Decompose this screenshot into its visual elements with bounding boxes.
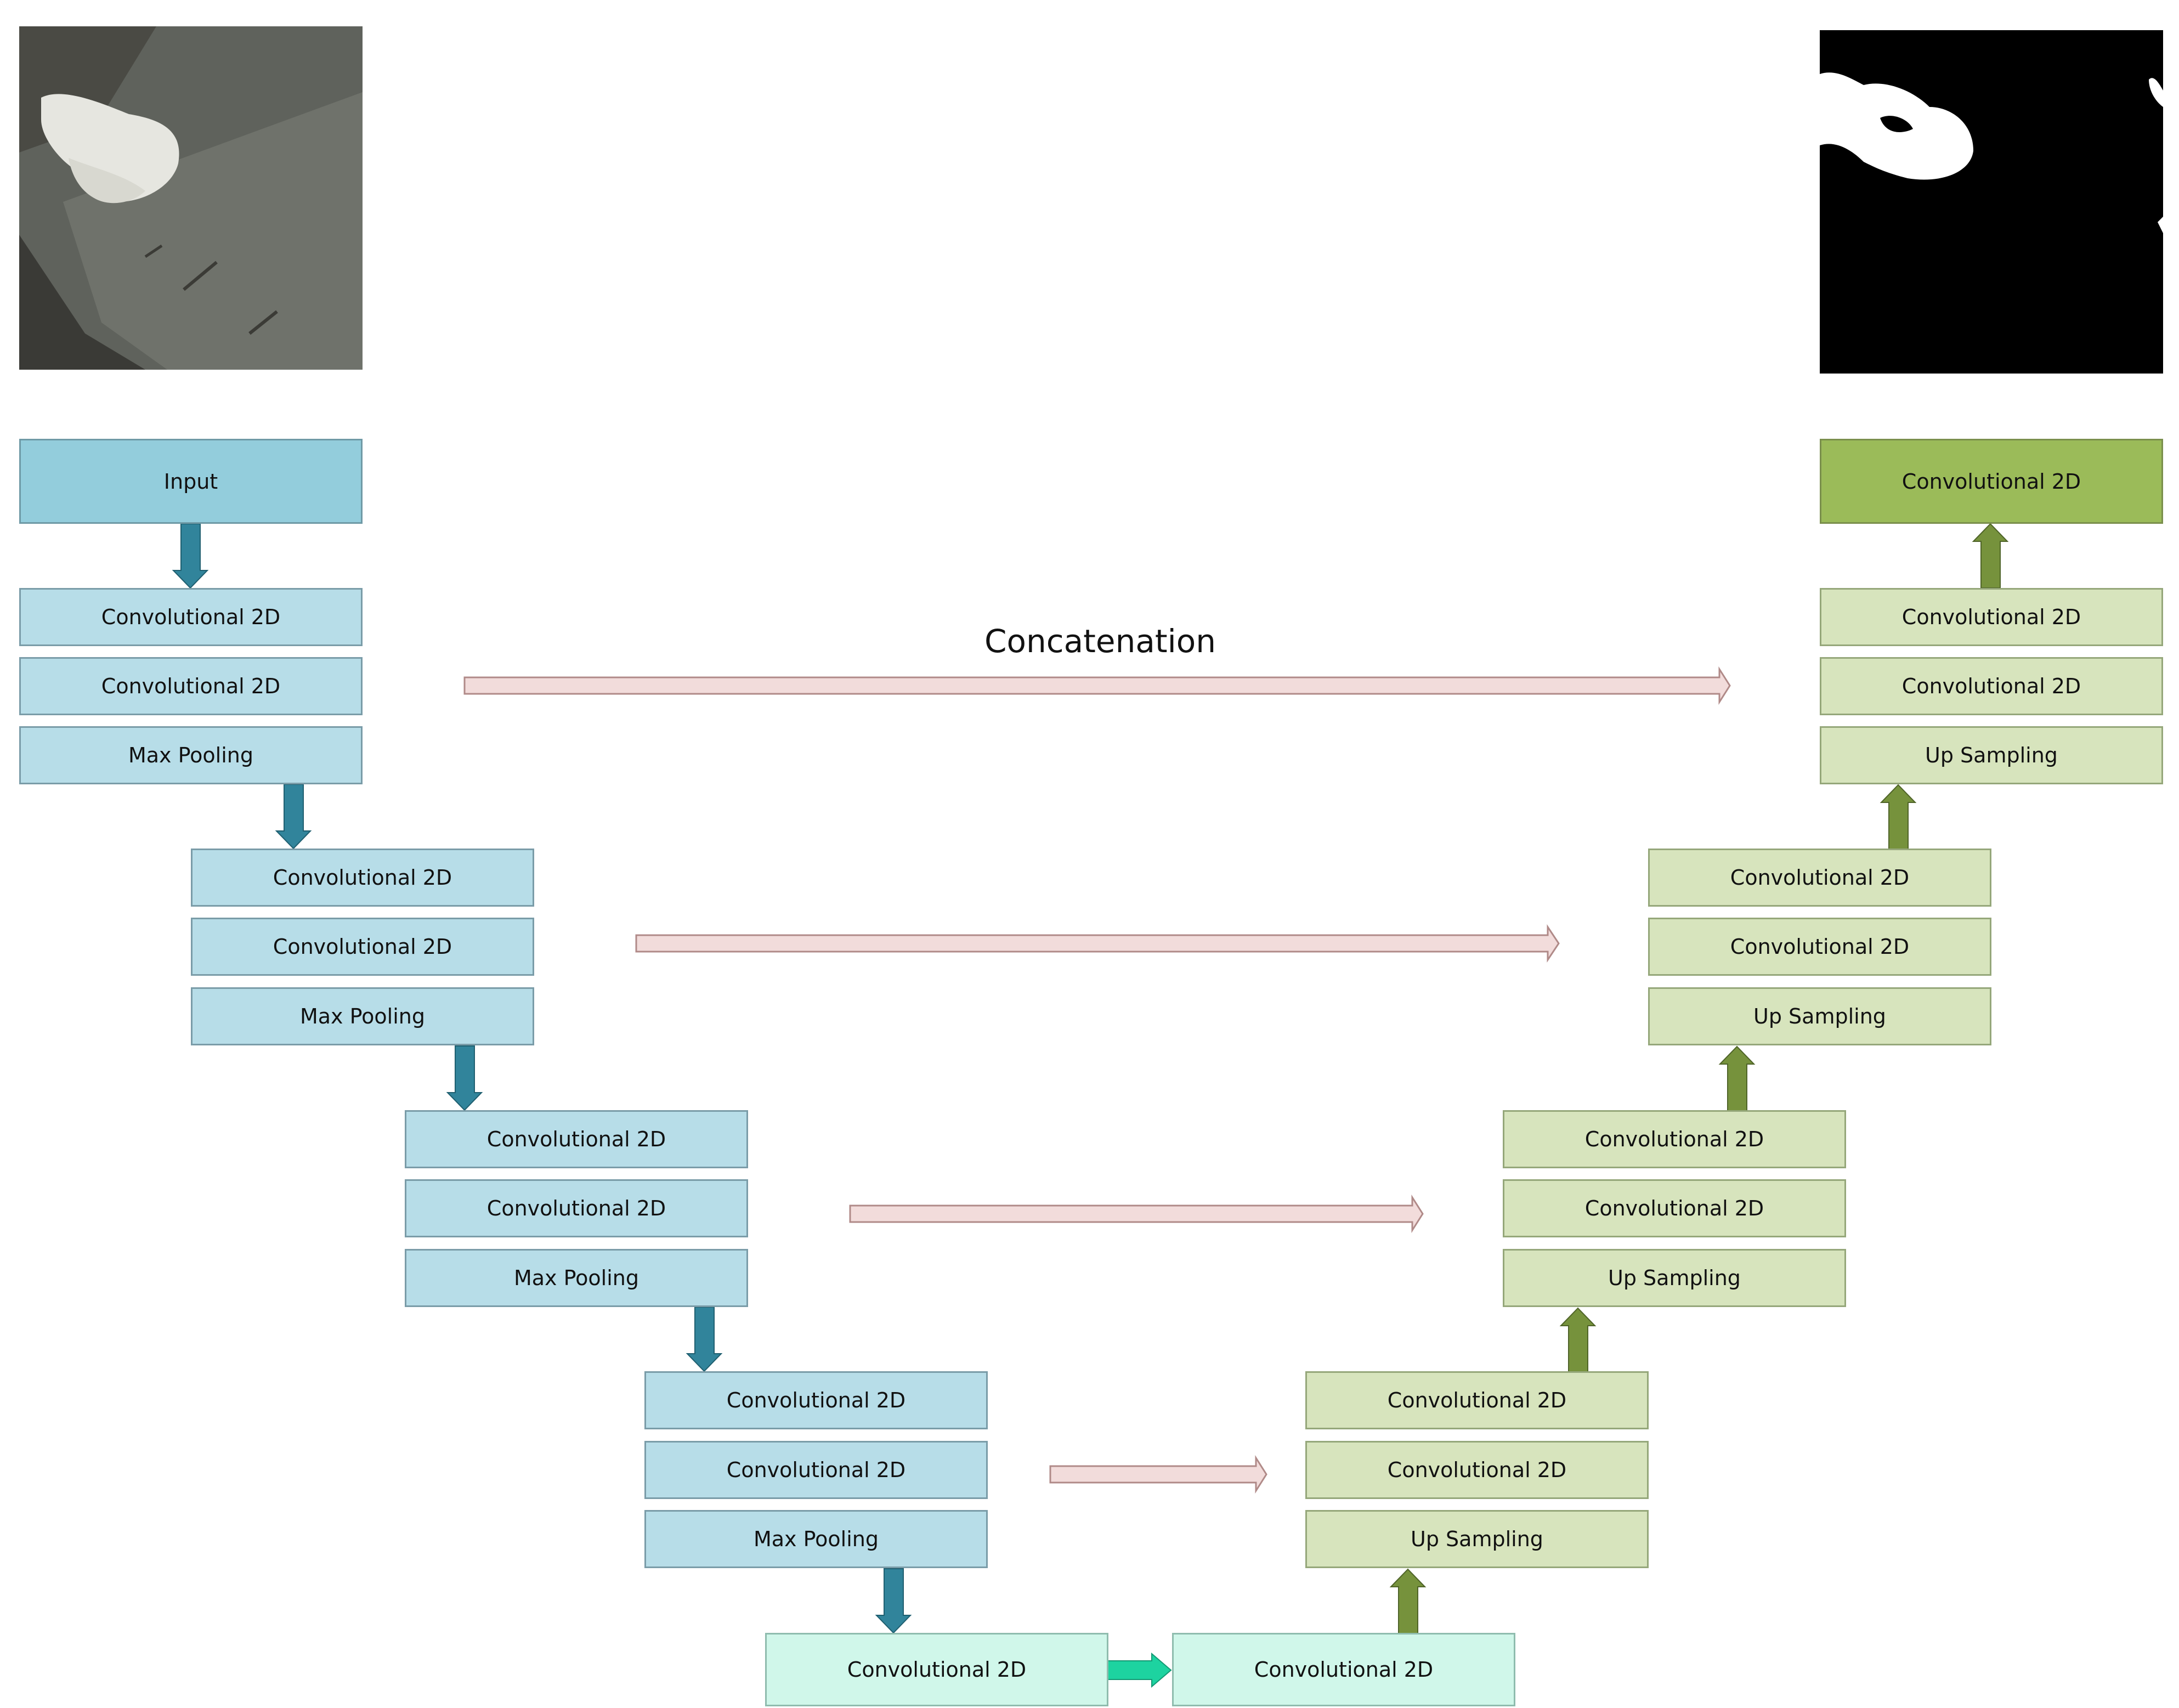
up-arrow-level3 [1718,1045,1756,1111]
encoder-l4-maxpool: Max Pooling [644,1510,988,1568]
up-arrow-bottleneck [1389,1568,1427,1634]
input-image [19,26,363,370]
decoder-l4-upsampling: Up Sampling [1305,1510,1649,1568]
down-arrow-level3 [686,1307,723,1372]
encoder-l4-conv-2: Convolutional 2D [644,1441,988,1499]
concatenation-label: Concatenation [984,623,1216,660]
decoder-l1-conv-2: Convolutional 2D [1820,657,2163,715]
bottleneck-arrow [1107,1652,1172,1688]
bottleneck-conv-1: Convolutional 2D [765,1633,1108,1706]
concat-arrow-level3 [849,1194,1424,1234]
up-arrow-level2 [1880,784,1917,850]
decoder-l3-upsampling: Up Sampling [1503,1249,1846,1307]
decoder-l3-conv-1: Convolutional 2D [1503,1110,1846,1168]
decoder-l4-conv-1: Convolutional 2D [1305,1371,1649,1429]
encoder-l3-conv-1: Convolutional 2D [405,1110,748,1168]
output-conv-block: Convolutional 2D [1820,439,2163,524]
down-arrow-level2 [446,1045,483,1111]
input-block: Input [19,439,363,524]
decoder-l2-conv-1: Convolutional 2D [1648,849,1991,907]
decoder-l3-conv-2: Convolutional 2D [1503,1179,1846,1237]
concat-arrow-level4 [1049,1455,1267,1494]
encoder-l2-maxpool: Max Pooling [191,987,534,1045]
encoder-l1-maxpool: Max Pooling [19,726,363,784]
encoder-l1-conv-1: Convolutional 2D [19,588,363,646]
down-arrow-level4 [875,1568,912,1634]
encoder-l2-conv-1: Convolutional 2D [191,849,534,907]
bottleneck-conv-2: Convolutional 2D [1172,1633,1515,1706]
encoder-l2-conv-2: Convolutional 2D [191,918,534,976]
concat-arrow-level2 [635,924,1560,963]
encoder-l3-conv-2: Convolutional 2D [405,1179,748,1237]
decoder-l2-upsampling: Up Sampling [1648,987,1991,1045]
up-arrow-level1 [1972,523,2009,589]
output-mask-image [1820,30,2163,374]
down-arrow-level1 [275,784,312,850]
decoder-l4-conv-2: Convolutional 2D [1305,1441,1649,1499]
encoder-l1-conv-2: Convolutional 2D [19,657,363,715]
concat-arrow-level1 [463,666,1731,705]
decoder-l2-conv-2: Convolutional 2D [1648,918,1991,976]
encoder-l4-conv-1: Convolutional 2D [644,1371,988,1429]
input-image-graphic [19,26,363,370]
up-arrow-level4 [1559,1307,1597,1373]
decoder-l1-conv-1: Convolutional 2D [1820,588,2163,646]
output-mask-graphic [1820,30,2163,374]
decoder-l1-upsampling: Up Sampling [1820,726,2163,784]
down-arrow-input [172,523,209,589]
encoder-l3-maxpool: Max Pooling [405,1249,748,1307]
